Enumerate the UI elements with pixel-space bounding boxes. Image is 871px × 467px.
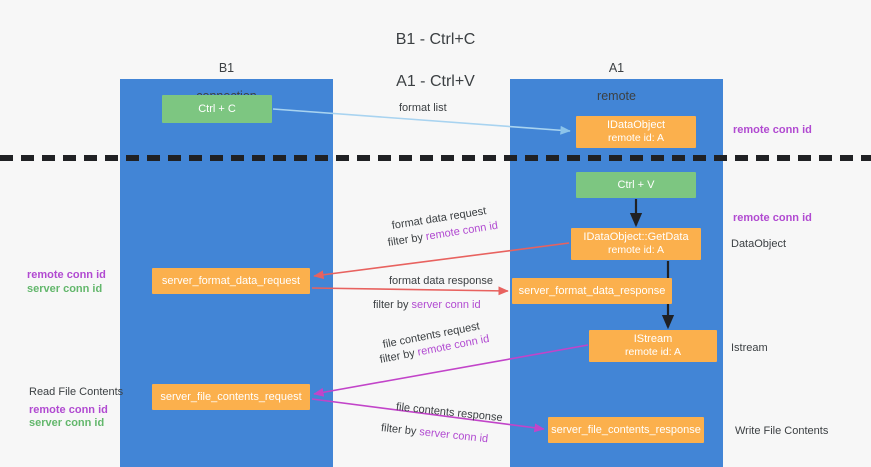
node-server-file-contents-request-label: server_file_contents_request: [160, 390, 302, 403]
page-title-line2: A1 - Ctrl+V: [396, 73, 475, 90]
node-idataobject-getdata-label: IDataObject::GetData: [583, 231, 689, 243]
left-label-remote-conn-id-bottom: remote conn id: [29, 404, 108, 416]
page-title: B1 - Ctrl+C A1 - Ctrl+V: [0, 8, 871, 113]
node-server-file-contents-response[interactable]: server_file_contents_response: [548, 417, 704, 443]
node-idataobject[interactable]: IDataObject remote id: A: [576, 116, 696, 148]
node-idataobject-remote-id: remote id: A: [607, 132, 665, 144]
node-idataobject-label: IDataObject: [606, 119, 666, 131]
node-server-format-data-request[interactable]: server_format_data_request: [152, 268, 310, 294]
node-idataobject-getdata-remote-id: remote id: A: [607, 244, 665, 256]
left-label-server-conn-id-bottom: server conn id: [29, 417, 105, 429]
lane-heading-a1-line2: remote: [597, 89, 636, 103]
right-label-remote-conn-id-mid: remote conn id: [733, 212, 812, 224]
filter-prefix: filter by: [380, 422, 420, 438]
node-ctrl-c-label: Ctrl + C: [198, 102, 236, 115]
right-label-istream: Istream: [731, 342, 768, 354]
edge-label-format-data-response: format data response: [389, 275, 493, 287]
node-server-format-data-response[interactable]: server_format_data_response: [512, 278, 672, 304]
node-server-file-contents-response-label: server_file_contents_response: [551, 423, 701, 436]
node-ctrl-c[interactable]: Ctrl + C: [162, 95, 272, 123]
node-istream-remote-id: remote id: A: [624, 346, 682, 358]
page-title-line1: B1 - Ctrl+C: [395, 31, 476, 48]
left-label-read-file-contents: Read File Contents: [29, 386, 124, 398]
edge-label-format-data-response-filter: filter by server conn id: [373, 298, 481, 313]
node-server-format-data-request-label: server_format_data_request: [161, 274, 301, 287]
node-server-file-contents-request[interactable]: server_file_contents_request: [152, 384, 310, 410]
lane-heading-b1-line1: B1: [218, 61, 235, 75]
edge-label-format-list: format list: [399, 102, 447, 114]
lane-heading-a1: A1 remote: [510, 47, 723, 117]
right-label-remote-conn-id-top: remote conn id: [733, 124, 812, 136]
right-label-write-file-contents: Write File Contents: [735, 425, 829, 437]
node-istream-label: IStream: [633, 333, 673, 345]
node-istream[interactable]: IStream remote id: A: [589, 330, 717, 362]
section-divider: [0, 155, 871, 161]
right-label-dataobject: DataObject: [731, 238, 787, 250]
filter-key-server-conn-id: server conn id: [411, 299, 481, 311]
node-server-format-data-response-label: server_format_data_response: [518, 284, 666, 297]
left-label-remote-conn-id-mid: remote conn id: [27, 269, 106, 281]
node-ctrl-v[interactable]: Ctrl + V: [576, 172, 696, 198]
filter-prefix: filter by: [373, 299, 412, 311]
node-idataobject-getdata[interactable]: IDataObject::GetData remote id: A: [571, 228, 701, 260]
lane-heading-a1-line1: A1: [608, 61, 625, 75]
left-label-server-conn-id-mid: server conn id: [27, 283, 103, 295]
node-ctrl-v-label: Ctrl + V: [617, 178, 655, 191]
